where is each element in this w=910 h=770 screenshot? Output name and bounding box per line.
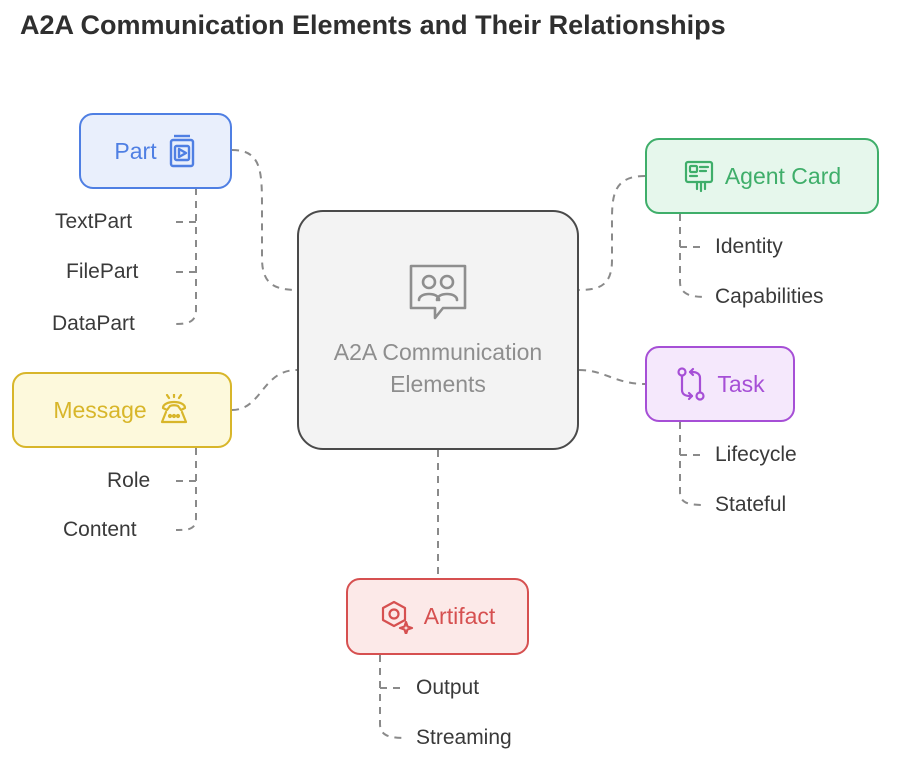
- connector-part-center: [231, 149, 298, 291]
- connector-task-center: [578, 369, 646, 385]
- people-chat-icon: [409, 264, 467, 320]
- connector-message-children: [175, 448, 197, 531]
- message-label: Message: [53, 396, 147, 423]
- connector-task-children: [679, 422, 707, 506]
- part-node: Part: [79, 113, 232, 189]
- connector-agentcard-children: [679, 214, 707, 298]
- task-child-lifecycle: Lifecycle: [715, 443, 797, 466]
- artifact-child-streaming: Streaming: [416, 726, 512, 749]
- agent-card-label: Agent Card: [724, 162, 842, 189]
- artifact-child-output: Output: [416, 676, 480, 699]
- part-child-filepart: FilePart: [66, 260, 139, 283]
- center-label: A2A Communication Elements: [333, 339, 543, 397]
- task-child-stateful: Stateful: [715, 493, 787, 516]
- part-label: Part: [114, 137, 157, 164]
- diagram-title: A2A Communication Elements and Their Rel…: [20, 10, 726, 40]
- message-child-content: Content: [63, 518, 137, 541]
- media-card-icon: [169, 134, 194, 168]
- task-label: Task: [717, 370, 765, 397]
- center-node: A2A Communication Elements: [297, 210, 579, 450]
- id-card-hand-icon: [684, 160, 713, 193]
- connector-part-children: [175, 188, 197, 325]
- artifact-label: Artifact: [423, 603, 496, 629]
- connector-agentcard-center: [578, 175, 646, 291]
- connector-message-center: [231, 369, 298, 411]
- agent-card-node: Agent Card: [645, 138, 879, 214]
- part-child-textpart: TextPart: [55, 210, 133, 233]
- part-child-datapart: DataPart: [52, 312, 135, 335]
- switchboard-phone-icon: [160, 394, 187, 424]
- task-node: Task: [645, 346, 795, 422]
- connector-artifact-children: [379, 655, 407, 739]
- git-compare-icon: [677, 367, 705, 401]
- message-node: Message: [12, 372, 232, 448]
- agent-card-child-capabilities: Capabilities: [715, 285, 824, 308]
- agent-card-child-identity: Identity: [715, 235, 783, 258]
- message-child-role: Role: [107, 469, 151, 492]
- hexagon-sparkle-icon: [381, 600, 413, 634]
- artifact-node: Artifact: [346, 578, 529, 655]
